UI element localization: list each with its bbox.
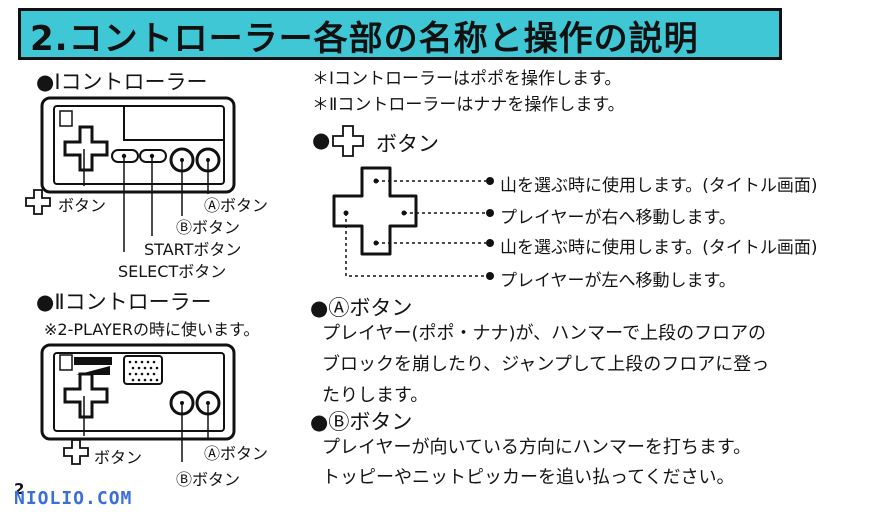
- start-button-label: STARTボタン: [144, 240, 242, 259]
- cross-pad-icon: [63, 125, 109, 172]
- a-section-line: プレイヤー(ポポ・ナナ)が、ハンマーで上段のフロアの: [322, 323, 767, 344]
- a-section-line: ブロックを崩したり、ジャンプして上段のフロアに登っ: [322, 354, 770, 375]
- a-button-label: Ⓐボタン: [204, 444, 269, 463]
- controller-2-note: ※2-PLAYERの時に使います。: [44, 320, 260, 339]
- cross-pad-icon: [63, 372, 109, 419]
- cross-pad-diagram: [332, 166, 494, 280]
- a-button-label: Ⓐボタン: [204, 196, 269, 215]
- watermark: NIOLIO.COM: [14, 488, 133, 509]
- controller-1-illustration: [40, 96, 236, 252]
- page-title: 2.コントローラー各部の名称と操作の説明: [30, 19, 699, 59]
- a-section-heading: ●Ⓐボタン: [310, 296, 413, 320]
- cross-right-description: プレイヤーが右へ移動します。: [500, 208, 736, 228]
- cross-icon: [25, 189, 51, 215]
- cross-left-description: プレイヤーが左へ移動します。: [500, 271, 736, 291]
- b-section-line: トッピーやニットピッカーを追い払ってください。: [322, 467, 735, 488]
- b-button-label: Ⓑボタン: [176, 218, 241, 237]
- cross-down-description: 山を選ぶ時に使用します。(タイトル画面): [500, 238, 818, 258]
- cross-button-label: ボタン: [94, 448, 143, 467]
- controller-1-heading: ●Ⅰコントローラー: [36, 70, 208, 94]
- note-line: ＊Ⅰコントローラーはポポを操作します。: [312, 69, 622, 89]
- controller-2-illustration: [40, 343, 236, 462]
- b-section-heading: ●Ⓑボタン: [310, 410, 413, 434]
- cross-button-label: ボタン: [58, 196, 107, 215]
- a-section-line: たりします。: [322, 385, 429, 406]
- page-number: 2: [14, 480, 25, 498]
- note-line: ＊Ⅱコントローラーはナナを操作します。: [312, 95, 625, 115]
- b-button-label: Ⓑボタン: [176, 470, 241, 489]
- select-button-label: SELECTボタン: [118, 262, 227, 281]
- cross-icon: [63, 439, 89, 465]
- cross-up-description: 山を選ぶ時に使用します。(タイトル画面): [500, 176, 818, 196]
- b-section-line: プレイヤーが向いている方向にハンマーを打ちます。: [322, 437, 752, 458]
- cross-section-bullet: ●: [312, 128, 331, 152]
- cross-section-heading: ボタン: [376, 132, 439, 156]
- title-banner: [18, 8, 782, 60]
- controller-2-heading: ●Ⅱコントローラー: [36, 290, 212, 314]
- cross-icon: [332, 125, 364, 157]
